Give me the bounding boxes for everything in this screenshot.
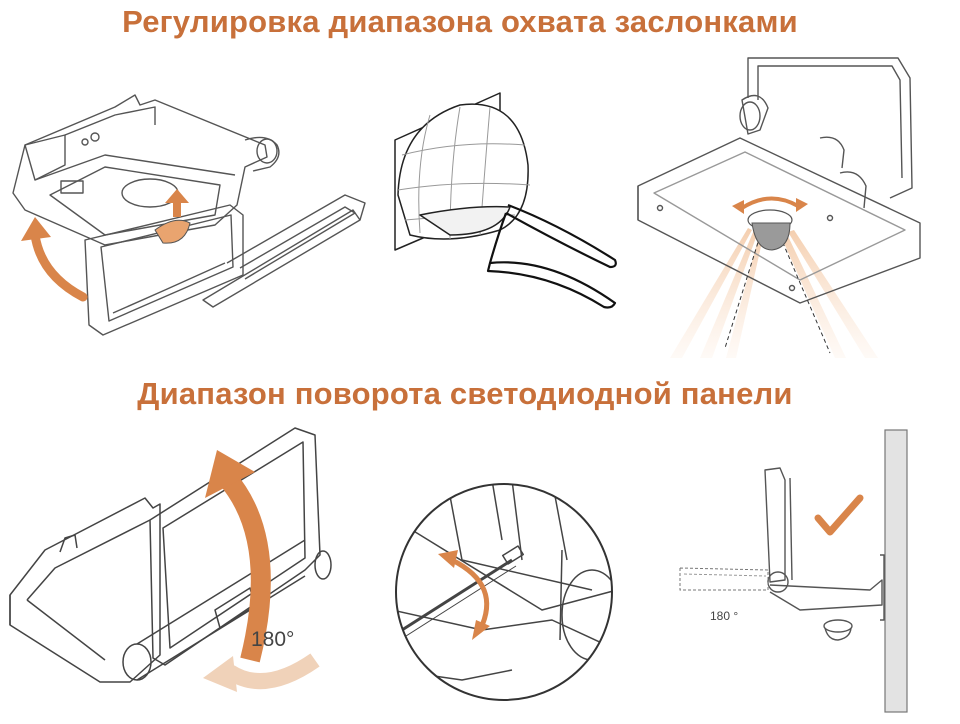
tweezers-icon: [486, 203, 617, 309]
rotate-arrow-icon: [21, 217, 88, 302]
hinge-detail-illustration: [392, 480, 617, 705]
rotation-angle-label-small: 180 °: [710, 609, 738, 623]
housing-open-illustration: [5, 85, 375, 355]
wall-mount-illustration: 180 °: [670, 429, 910, 715]
sensor-dome-icon: [747, 209, 793, 251]
panel-rotation-illustration: 180°: [5, 420, 345, 700]
sensor-tweezers-illustration: [390, 85, 620, 315]
light-beams: [670, 228, 878, 358]
sensor-coverage-illustration: [630, 57, 930, 363]
check-mark-icon: [814, 494, 864, 536]
heading-panel-rotation: Диапазон поворота светодиодной панели: [137, 376, 793, 411]
rotate-arrow-icon: [732, 196, 808, 214]
heading-shutter-range: Регулировка диапазона охвата заслонками: [122, 4, 798, 39]
rotation-angle-label: 180°: [251, 628, 294, 651]
wall: [884, 429, 908, 713]
